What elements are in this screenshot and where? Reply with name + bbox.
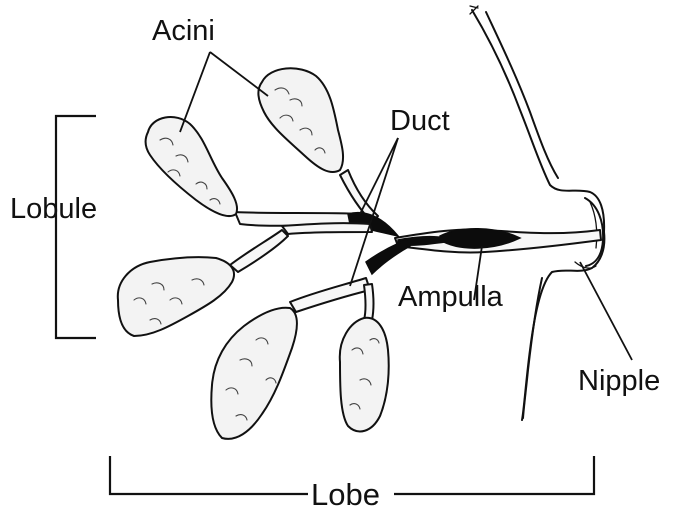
- acini-label: Acini: [152, 15, 215, 47]
- duct-branches: [230, 170, 412, 320]
- ampulla-label: Ampulla: [398, 281, 504, 313]
- lobule-label: Lobule: [10, 193, 97, 225]
- duct-label: Duct: [390, 105, 450, 137]
- acini-leader-right: [210, 52, 268, 96]
- acini-leader-left: [180, 52, 210, 132]
- lobule-middle-left: [118, 257, 234, 336]
- lobule-bottom-right: [340, 318, 389, 432]
- skin-surface: [470, 6, 604, 420]
- nipple-leader: [580, 262, 632, 360]
- lobule-bracket: [56, 116, 96, 338]
- duct-leader-upper: [360, 138, 398, 214]
- lobule-bottom-left: [211, 308, 297, 439]
- lactiferous-duct: [395, 229, 601, 253]
- leader-lines: [180, 52, 632, 360]
- lobule-top: [258, 68, 343, 172]
- lobule-upper-left: [146, 117, 237, 216]
- nipple-label: Nipple: [578, 365, 660, 397]
- lobe-label: Lobe: [311, 477, 380, 512]
